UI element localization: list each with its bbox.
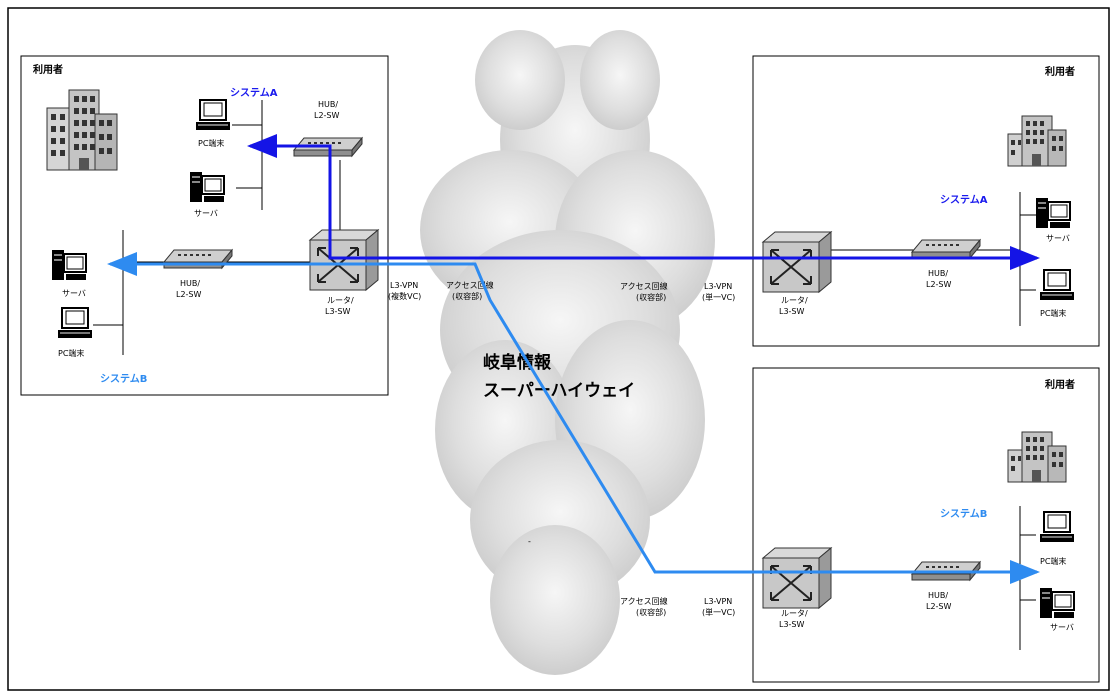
top-right-hub-label-2: L2-SW <box>926 280 952 289</box>
bottom-right-vpn-label-1: L3-VPN <box>704 597 732 606</box>
left-system-a-label: システムA <box>230 87 278 99</box>
top-right-server-label: サーバ <box>1046 234 1070 243</box>
top-right-pc-label: PC端末 <box>1040 308 1066 318</box>
bottom-right-server-label: サーバ <box>1050 623 1074 632</box>
bottom-right-hub-label-2: L2-SW <box>926 602 952 611</box>
left-top-hub-label-1: HUB/ <box>318 100 338 109</box>
top-right-l3-switch-icon <box>762 231 832 293</box>
top-right-hub-icon <box>911 239 981 259</box>
left-top-server-label: サーバ <box>194 209 218 218</box>
bottom-right-system-label: システムB <box>940 508 987 520</box>
left-top-server-icon <box>189 171 225 203</box>
left-server-icon <box>51 249 87 281</box>
bottom-right-hub-label-1: HUB/ <box>928 591 948 600</box>
left-router-label-2: (収容部) <box>452 291 482 301</box>
bottom-right-router-label-1: アクセス回線 <box>620 596 668 606</box>
top-right-pc-icon <box>1039 269 1075 301</box>
bottom-right-vpn-label-2: (単一VC) <box>702 607 735 617</box>
left-server-label: サーバ <box>62 289 86 298</box>
system-a-path <box>247 134 1040 270</box>
top-right-l3-label-2: L3-SW <box>779 307 805 316</box>
top-right-vpn-label-2: (単一VC) <box>702 292 735 302</box>
top-right-server-icon <box>1035 197 1071 229</box>
top-right-hub-label-1: HUB/ <box>928 269 948 278</box>
left-top-hub-label-2: L2-SW <box>314 111 340 120</box>
left-l3-switch-icon <box>309 229 379 291</box>
bottom-right-pc-icon <box>1039 511 1075 543</box>
top-right-vpn-label-1: L3-VPN <box>704 282 732 291</box>
bottom-right-l3-switch-icon <box>762 547 832 609</box>
left-top-pc-label: PC端末 <box>198 138 224 148</box>
left-pc-label: PC端末 <box>58 348 84 358</box>
top-right-site-title: 利用者 <box>1045 65 1075 78</box>
system-b-path <box>107 252 1040 584</box>
left-pc-icon <box>57 307 93 339</box>
bottom-right-l3-label-2: L3-SW <box>779 620 805 629</box>
left-hub-label-2: L2-SW <box>176 290 202 299</box>
system-b-route-line <box>330 262 1040 584</box>
left-hub-label-1: HUB/ <box>180 279 200 288</box>
cloud-label-line1: 岐阜情報 <box>483 352 552 373</box>
cloud-label-line2: スーパーハイウェイ <box>483 381 635 401</box>
cloud-dash: - <box>528 537 531 546</box>
bottom-right-server-icon <box>1039 587 1075 619</box>
top-right-system-label: システムA <box>940 194 988 206</box>
bottom-right-router-label-2: (収容部) <box>636 607 666 617</box>
top-right-router-label-1: アクセス回線 <box>620 281 668 291</box>
top-right-router-label-2: (収容部) <box>636 292 666 302</box>
left-site-title: 利用者 <box>33 63 63 76</box>
left-vpn-label-2: (複数VC) <box>388 291 421 301</box>
bottom-right-site-title: 利用者 <box>1045 378 1075 391</box>
left-vpn-label-1: L3-VPN <box>390 281 418 290</box>
left-system-b-label: システムB <box>100 373 147 385</box>
left-top-pc-icon <box>195 99 231 131</box>
left-l3-label-2: L3-SW <box>325 307 351 316</box>
left-l3-label-1: ルータ/ <box>327 296 354 305</box>
left-router-label-1: アクセス回線 <box>446 280 494 290</box>
bottom-right-pc-label: PC端末 <box>1040 556 1066 566</box>
bottom-right-site-box <box>752 367 1100 683</box>
top-right-l3-label-1: ルータ/ <box>781 296 808 305</box>
bottom-right-l3-label-1: ルータ/ <box>781 609 808 618</box>
